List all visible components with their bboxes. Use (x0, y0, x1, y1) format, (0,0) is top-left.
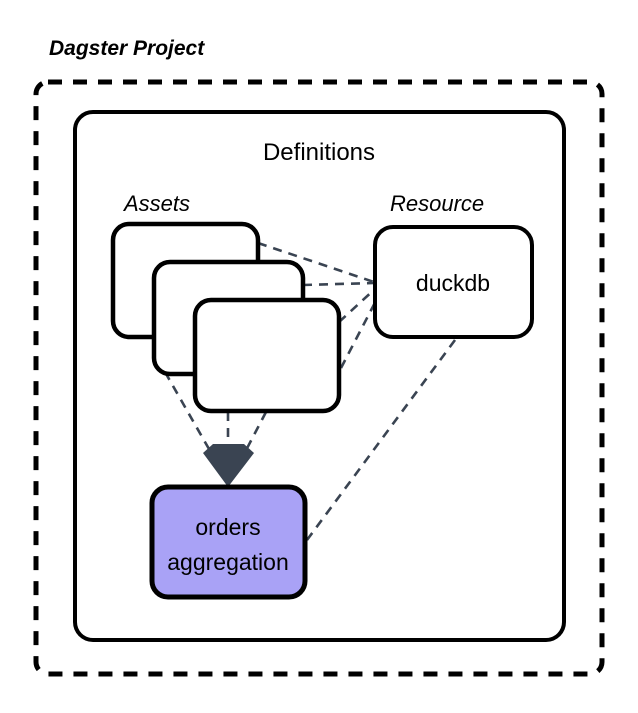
duckdb-node[interactable] (373, 225, 534, 339)
diagram-title: Dagster Project (49, 37, 205, 60)
edge-asset-card-3-to-orders-aggregation-right (241, 411, 268, 457)
orders-aggregation-node[interactable] (149, 484, 308, 600)
duckdb-node-label: duckdb (416, 270, 490, 296)
edge-asset-card-2-to-duckdb (302, 281, 375, 287)
arrowhead-icon (203, 453, 254, 487)
asset-card-3[interactable] (192, 297, 342, 414)
orders-aggregation-label-line-1: orders (195, 514, 260, 540)
assets-group-label: Assets (122, 191, 190, 216)
orders-aggregation-label-line-2: aggregation (167, 549, 289, 575)
arrowhead-cap-icon (203, 444, 254, 453)
definitions-heading: Definitions (263, 139, 375, 166)
edge-asset-card-1-to-duckdb (257, 241, 375, 284)
edge-asset-card-2-to-orders-aggregation (163, 371, 215, 457)
resource-group-label: Resource (390, 191, 484, 216)
edge-asset-card-3-to-duckdb-upper (338, 287, 377, 323)
